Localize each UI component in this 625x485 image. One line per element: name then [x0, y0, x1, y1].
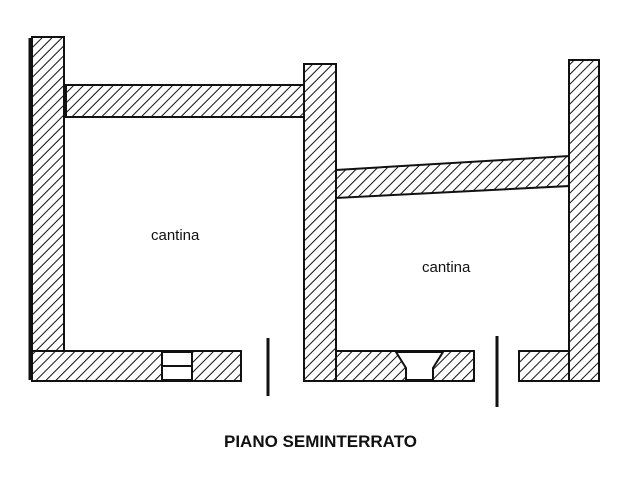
center-wall [303, 63, 337, 382]
room-label-left: cantina [151, 227, 200, 244]
left-bottom-wall [31, 350, 242, 382]
plan-title: PIANO SEMINTERRATO [224, 432, 417, 451]
left-top-wall [65, 84, 305, 118]
left-outer-wall [31, 36, 65, 382]
right-top-wall [335, 154, 570, 200]
right-outer-wall [568, 59, 600, 382]
right-window-opening [394, 351, 445, 381]
room-label-right: cantina [422, 259, 471, 276]
